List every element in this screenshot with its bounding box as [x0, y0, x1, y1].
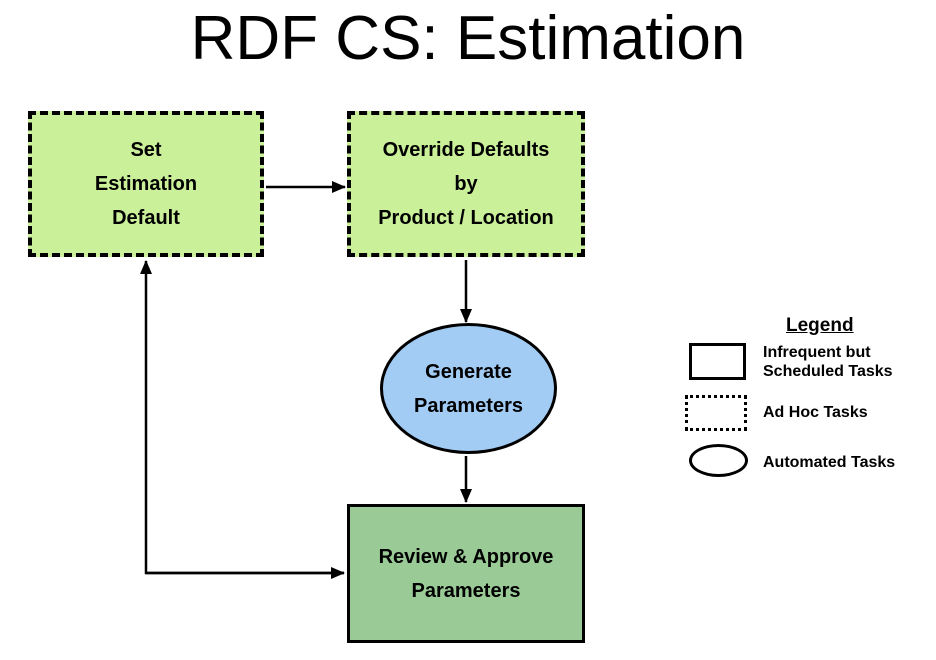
- node-label-line: by: [454, 173, 478, 195]
- legend-label-ad-hoc: Ad Hoc Tasks: [763, 404, 868, 421]
- legend-ellipse-icon: [689, 444, 748, 477]
- legend-label-automated: Automated Tasks: [763, 454, 896, 471]
- node-label-line: Parameters: [414, 394, 523, 417]
- diagram-title: RDF CS: Estimation: [190, 4, 746, 73]
- legend-title: Legend: [786, 315, 854, 336]
- node-label-line: Estimation: [94, 173, 198, 195]
- legend-solid-rectangle-icon: [689, 343, 746, 380]
- node-label-line: Parameters: [411, 579, 521, 602]
- node-review-approve-parameters: Review & Approve Parameters: [347, 504, 585, 643]
- node-label-line: Override Defaults: [382, 139, 550, 161]
- legend-label-line: Infrequent but: [763, 344, 871, 361]
- legend-label-line: Scheduled Tasks: [763, 363, 893, 380]
- arrow-review-loop-to-set: [140, 260, 344, 575]
- node-set-estimation-default: Set Estimation Default: [28, 111, 264, 257]
- legend-dotted-rectangle-icon: [685, 395, 747, 431]
- node-override-defaults: Override Defaults by Product / Location: [347, 111, 585, 257]
- node-label-line: Product / Location: [378, 207, 554, 229]
- node-label-line: Generate: [425, 360, 512, 383]
- node-generate-parameters: Generate Parameters: [380, 323, 557, 454]
- legend: Legend Infrequent but Scheduled Tasks Ad…: [670, 315, 925, 485]
- node-label-line: Default: [112, 207, 180, 229]
- node-label-line: Review & Approve: [378, 545, 554, 568]
- node-label-line: Set: [130, 139, 162, 161]
- legend-label-scheduled: Infrequent but Scheduled Tasks: [763, 343, 893, 381]
